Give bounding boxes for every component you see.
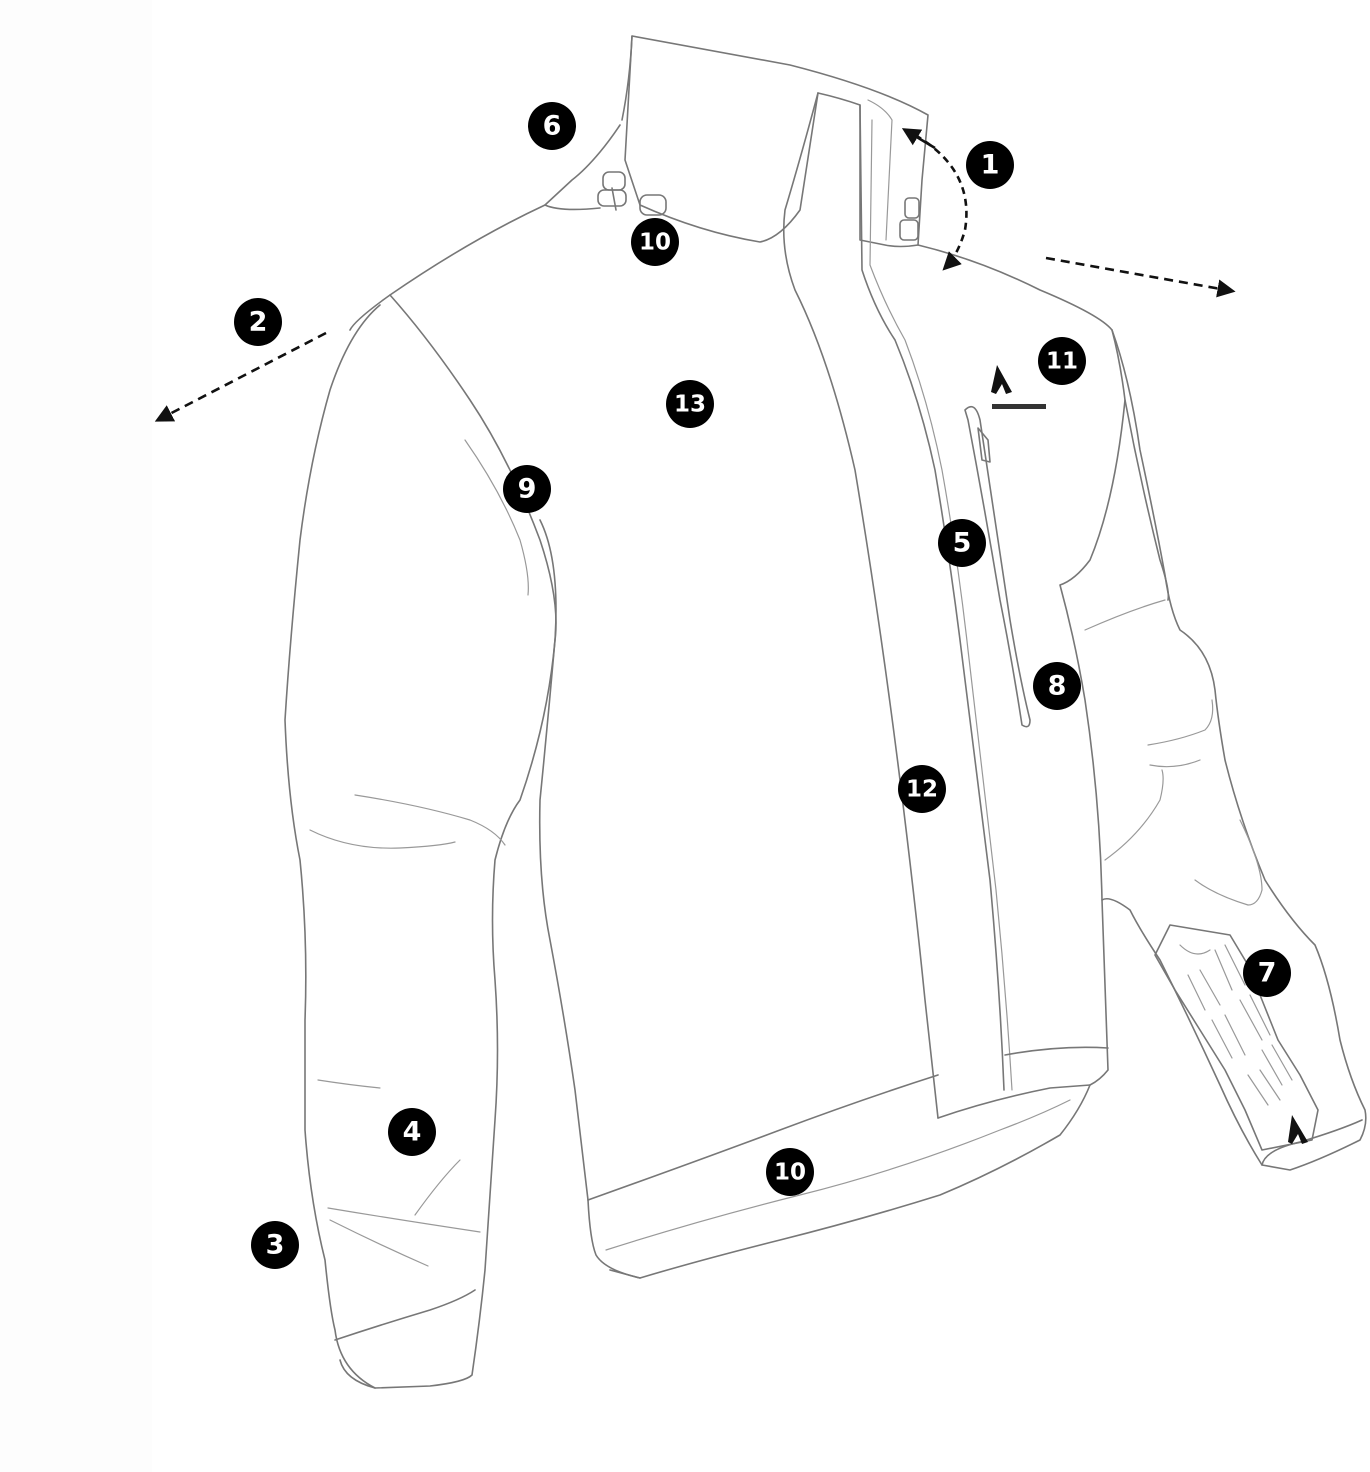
cuff-reflective-pattern [1155, 925, 1318, 1150]
right-sleeve [1102, 330, 1366, 1170]
callout-label: 10 [774, 1160, 806, 1186]
callout-label: 6 [543, 111, 562, 142]
callout-c8: 8 [1033, 662, 1081, 710]
brand-logo-icon [991, 365, 1046, 409]
collar-adjuster-right [900, 198, 919, 240]
jacket-outline [285, 36, 1366, 1388]
collar-adjuster-left [598, 172, 666, 215]
callout-label: 13 [674, 392, 706, 418]
callout-c6: 6 [528, 102, 576, 150]
callout-c13: 13 [666, 380, 714, 428]
collar [625, 36, 928, 247]
callout-label: 8 [1048, 671, 1067, 702]
callout-c9: 9 [503, 465, 551, 513]
callout-label: 5 [953, 528, 972, 559]
callout-label: 7 [1258, 958, 1277, 989]
hem [588, 1075, 938, 1200]
callout-label: 9 [518, 474, 537, 505]
callout-label: 4 [403, 1117, 422, 1148]
callout-label: 1 [981, 150, 1000, 181]
stretch-arrow-right [1046, 258, 1232, 291]
callout-label: 11 [1046, 349, 1078, 375]
cuff-logo-icon [1288, 1115, 1308, 1144]
callout-c12: 12 [898, 765, 946, 813]
stretch-arrow-left [158, 333, 326, 420]
front-placket [784, 93, 938, 1118]
callout-c10a: 10 [631, 218, 679, 266]
callout-c10b: 10 [766, 1148, 814, 1196]
callout-c7: 7 [1243, 949, 1291, 997]
callout-c3: 3 [251, 1221, 299, 1269]
callout-label: 2 [249, 307, 268, 338]
collar-adjust-arrow [905, 130, 966, 268]
callout-c2: 2 [234, 298, 282, 346]
callout-c4: 4 [388, 1108, 436, 1156]
chest-pocket-zip [965, 407, 1030, 727]
callout-c5: 5 [938, 519, 986, 567]
callout-label: 10 [639, 230, 671, 256]
callout-label: 3 [266, 1230, 285, 1261]
callout-c11: 11 [1038, 337, 1086, 385]
callout-c1: 1 [966, 141, 1014, 189]
callout-label: 12 [906, 777, 938, 803]
